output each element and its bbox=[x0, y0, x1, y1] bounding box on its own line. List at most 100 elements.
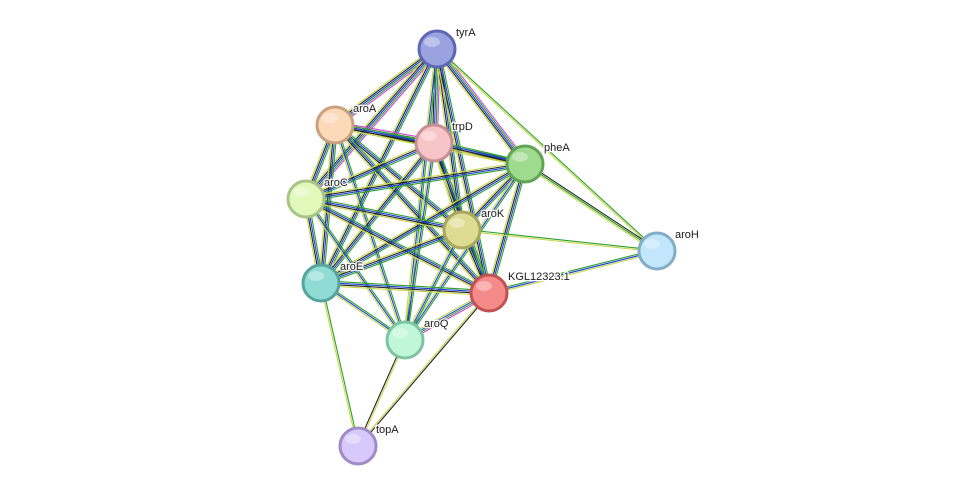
edge-kgl12323-1-aroh bbox=[488, 248, 658, 296]
node-aroc[interactable]: aroC bbox=[286, 176, 349, 219]
edge-strand bbox=[321, 143, 436, 284]
edge-strand bbox=[436, 48, 526, 165]
node-label: pheA bbox=[544, 142, 570, 154]
edge-strand bbox=[306, 165, 526, 202]
node-highlight bbox=[644, 239, 660, 249]
edge-strand bbox=[404, 229, 463, 341]
edge-strand bbox=[306, 164, 526, 201]
edge-strand bbox=[321, 280, 490, 292]
node-label: tyrA bbox=[456, 27, 476, 39]
node-tyra[interactable]: tyrA bbox=[417, 26, 477, 69]
edge-strand bbox=[404, 142, 435, 341]
edge-strand bbox=[305, 199, 489, 295]
node-circle[interactable] bbox=[315, 105, 355, 145]
edge-strand bbox=[403, 229, 462, 340]
node-circle[interactable] bbox=[385, 320, 425, 360]
node-label: aroC bbox=[324, 177, 348, 189]
node-phea[interactable]: pheA bbox=[505, 141, 572, 184]
node-highlight bbox=[476, 281, 492, 291]
edge-strand bbox=[434, 50, 523, 167]
edge-arok-aroe bbox=[319, 227, 464, 286]
node-label: aroH bbox=[675, 229, 699, 241]
node-circle[interactable] bbox=[338, 426, 378, 466]
node-label: aroK bbox=[481, 208, 505, 220]
edge-aroe-topa bbox=[319, 282, 360, 447]
node-highlight bbox=[345, 434, 361, 444]
node-label: aroE bbox=[340, 261, 363, 273]
node-highlight bbox=[421, 131, 437, 141]
edge-strand bbox=[306, 196, 463, 229]
node-aroe[interactable]: aroE bbox=[301, 260, 365, 303]
node-circle[interactable] bbox=[442, 210, 482, 250]
edge-kgl12323-1-topa bbox=[356, 292, 491, 447]
edge-strand bbox=[489, 164, 527, 294]
node-circle[interactable] bbox=[301, 263, 341, 303]
node-circle[interactable] bbox=[417, 29, 457, 69]
edge-aroe-kgl12323-1 bbox=[320, 280, 490, 296]
node-arok[interactable]: aroK bbox=[442, 207, 506, 250]
edge-strand bbox=[358, 293, 491, 447]
node-label: topA bbox=[376, 424, 399, 436]
node-circle[interactable] bbox=[286, 179, 326, 219]
edge-strand bbox=[489, 252, 658, 296]
node-topa[interactable]: topA bbox=[338, 423, 401, 466]
edge-strand bbox=[320, 283, 489, 295]
edge-strand bbox=[461, 230, 657, 253]
node-highlight bbox=[392, 328, 408, 338]
edge-strand bbox=[306, 143, 435, 201]
edge-strand bbox=[304, 199, 405, 342]
edge-phea-kgl12323-1 bbox=[486, 163, 528, 294]
node-circle[interactable] bbox=[637, 231, 677, 271]
edge-strand bbox=[405, 164, 527, 342]
edge-strand bbox=[307, 50, 440, 202]
node-aroq[interactable]: aroQ bbox=[385, 317, 450, 360]
edge-strand bbox=[462, 228, 658, 251]
edge-strand bbox=[321, 281, 490, 293]
edge-strand bbox=[305, 161, 525, 198]
edge-aroc-arok bbox=[305, 196, 463, 233]
edge-strand bbox=[402, 142, 433, 340]
edge-strand bbox=[334, 125, 462, 232]
node-circle[interactable] bbox=[505, 144, 545, 184]
edge-strand bbox=[305, 199, 462, 232]
node-kgl12323-1[interactable]: KGL12323.1 bbox=[469, 270, 571, 313]
node-aroa[interactable]: aroA bbox=[315, 102, 378, 145]
edge-strand bbox=[319, 283, 358, 447]
edge-strand bbox=[321, 230, 463, 285]
edge-strand bbox=[487, 163, 525, 293]
edge-strand bbox=[319, 227, 462, 282]
edge-strand bbox=[321, 164, 526, 285]
edges-layer bbox=[303, 45, 659, 447]
edge-strand bbox=[525, 162, 659, 251]
edge-phea-aroq bbox=[403, 162, 527, 342]
node-circle[interactable] bbox=[414, 123, 454, 163]
edge-strand bbox=[437, 48, 658, 251]
edge-strand bbox=[306, 197, 463, 230]
edge-strand bbox=[304, 200, 489, 296]
edge-strand bbox=[305, 200, 462, 233]
node-trpd[interactable]: trpD bbox=[414, 120, 474, 163]
edge-phea-aroc bbox=[305, 161, 526, 202]
edge-strand bbox=[321, 165, 527, 286]
edge-strand bbox=[306, 49, 439, 201]
edge-strand bbox=[435, 49, 525, 166]
node-label: aroQ bbox=[424, 318, 449, 330]
edge-strand bbox=[334, 48, 438, 126]
edge-strand bbox=[488, 248, 657, 292]
edge-strand bbox=[524, 163, 658, 252]
edge-tyra-aroh bbox=[436, 48, 658, 252]
node-highlight bbox=[322, 113, 338, 123]
edge-arok-aroh bbox=[461, 228, 658, 253]
node-highlight bbox=[512, 152, 528, 162]
edge-strand bbox=[334, 125, 489, 294]
node-highlight bbox=[308, 271, 324, 281]
edge-strand bbox=[306, 144, 436, 202]
edge-strand bbox=[332, 126, 488, 295]
edge-strand bbox=[403, 162, 525, 340]
node-circle[interactable] bbox=[469, 273, 509, 313]
edge-strand bbox=[320, 284, 489, 296]
edge-strand bbox=[320, 228, 462, 283]
node-label: aroA bbox=[353, 103, 377, 115]
node-aroh[interactable]: aroH bbox=[637, 228, 700, 271]
edge-strand bbox=[490, 164, 528, 294]
